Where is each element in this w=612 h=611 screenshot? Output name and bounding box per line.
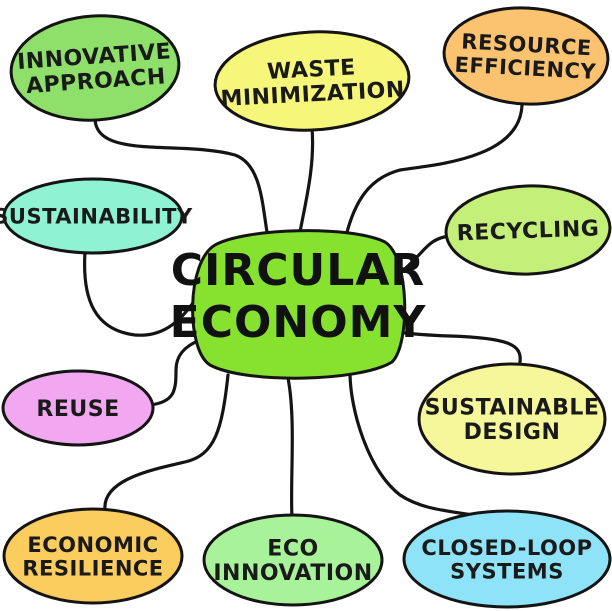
closed-loop-systems-label-line-2: SYSTEMS [450, 559, 564, 583]
sustainable-design-bubble [417, 362, 607, 476]
eco-innovation-bubble [202, 513, 384, 607]
connector-reuse [148, 338, 202, 407]
reuse-label-line-1: REUSE [36, 397, 119, 422]
sustainable-design-label-line-1: SUSTAINABLE [425, 396, 600, 421]
connector-eco-innovation [286, 376, 294, 520]
connector-sustainable-design [396, 330, 522, 364]
recycling-label-line-1: RECYCLING [456, 216, 599, 246]
sustainable-design-label-line-2: DESIGN [464, 420, 561, 445]
economic-resilience-label-line-2: RESILIENCE [22, 556, 163, 580]
recycling-bubble [444, 184, 612, 276]
economic-resilience-bubble [2, 507, 184, 605]
recycling-node: RECYCLING [444, 184, 612, 276]
eco-innovation-label-line-1: ECO [267, 537, 318, 562]
central-label-line-2: ECONOMY [170, 297, 427, 348]
economic-resilience-label-line-1: ECONOMIC [27, 533, 158, 557]
sustainability-bubble [2, 177, 184, 255]
connector-innovative-approach [93, 116, 270, 240]
connector-waste-minimization [298, 126, 315, 234]
waste-minimization-bubble [213, 30, 411, 132]
connector-economic-resilience [103, 373, 230, 512]
closed-loop-systems-label-line-1: CLOSED-LOOP [421, 536, 592, 560]
resource-efficiency-bubble [442, 6, 610, 106]
waste-minimization-label-line-1: WASTE [266, 55, 356, 85]
central-bubble [191, 229, 407, 380]
sustainability-label-line-1: SUSTAINABILITY [0, 205, 193, 229]
sustainability-node: SUSTAINABILITY [0, 177, 193, 255]
reuse-node: REUSE [1, 369, 155, 447]
innovative-approach-bubble [9, 14, 181, 122]
central-label-line-1: CIRCULAR [171, 245, 426, 296]
connector-sustainability [82, 250, 197, 337]
eco-innovation-label-line-2: INNOVATION [213, 561, 372, 586]
reuse-bubble [1, 369, 155, 447]
closed-loop-systems-bubble [402, 509, 612, 609]
connector-resource-efficiency [344, 103, 524, 238]
